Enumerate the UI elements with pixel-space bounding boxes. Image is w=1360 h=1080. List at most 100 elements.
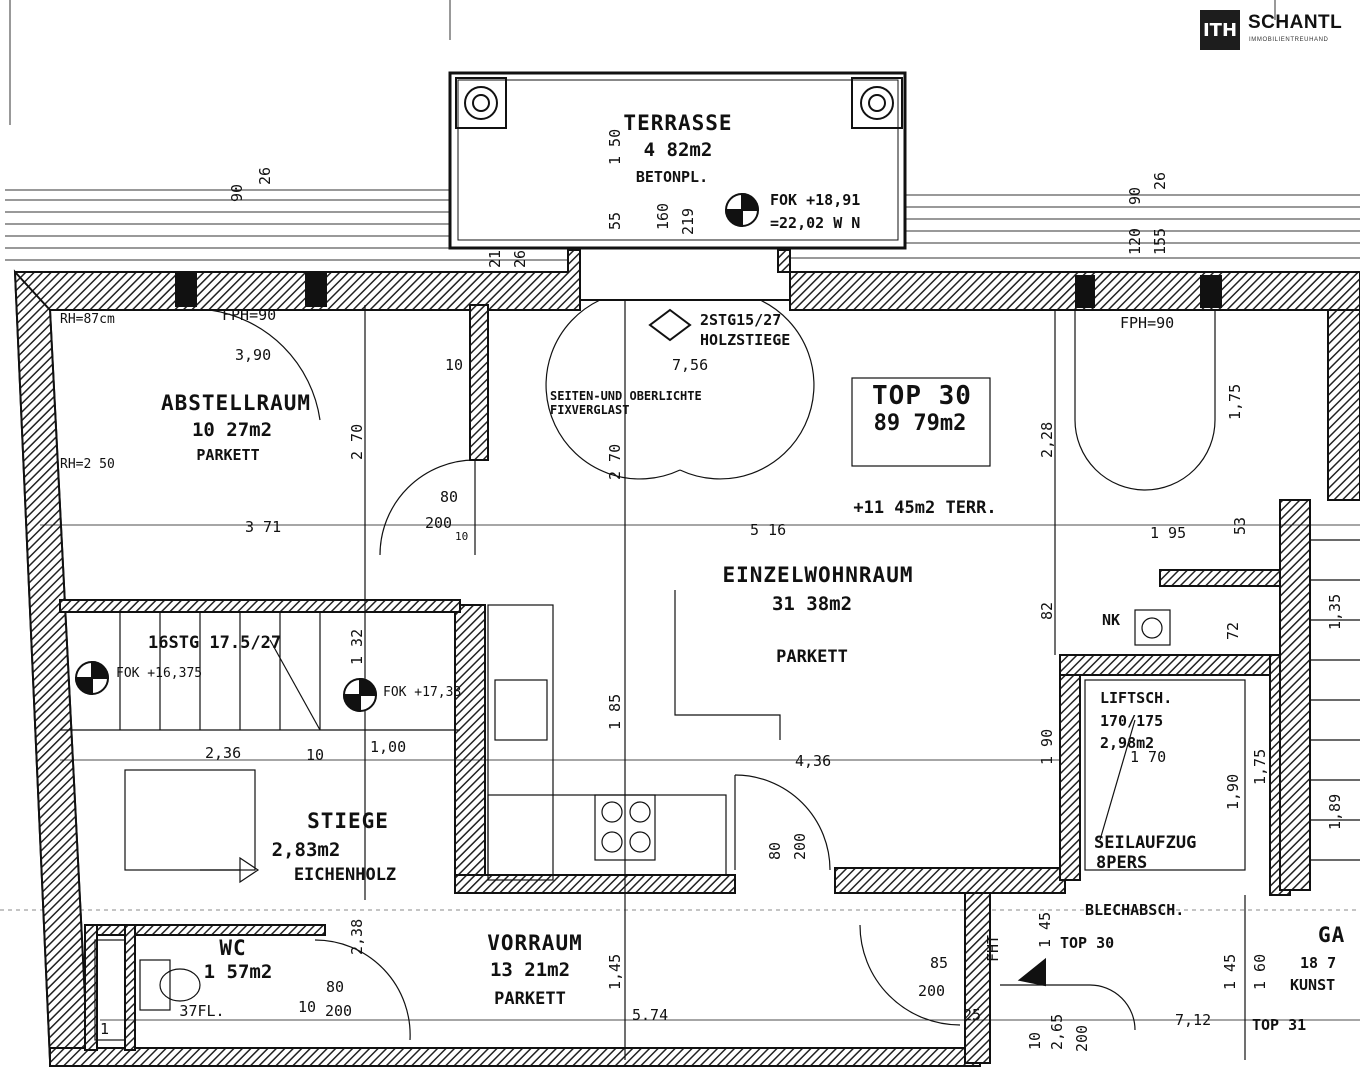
dim-d1: 1 bbox=[100, 1020, 109, 1038]
dim-82: 82 bbox=[1038, 602, 1056, 620]
dim-574: 5.74 bbox=[632, 1006, 668, 1024]
dim-72: 72 bbox=[1224, 622, 1242, 640]
seilaufzug-name: SEILAUFZUG bbox=[1094, 833, 1196, 853]
facade-lines bbox=[5, 189, 1360, 261]
dim-80b: 80 bbox=[326, 978, 344, 996]
annotation-labels: FOK +18,91 =22,02 W N 2STG15/27 HOLZSTIE… bbox=[60, 191, 1306, 1034]
rh-label: RH=87cm bbox=[60, 312, 115, 327]
liftsch-size: 170/175 bbox=[1100, 712, 1163, 730]
dim-155: 155 bbox=[1151, 228, 1169, 255]
stair-top-label: 2STG15/27 bbox=[700, 311, 781, 329]
liftsch-name: LIFTSCH. bbox=[1100, 689, 1172, 707]
dim-200e: 200 bbox=[1073, 1025, 1091, 1052]
dim-100: 1,00 bbox=[370, 738, 406, 756]
logo-tagline: IMMOBILIENTREUHAND bbox=[1249, 37, 1329, 43]
stair-16-label: 16STG 17.5/27 bbox=[148, 633, 281, 653]
company-logo: ITH SCHANTL IMMOBILIENTREUHAND bbox=[1200, 10, 1350, 50]
dim-145a: 1,45 bbox=[606, 954, 624, 990]
wc-name: WC bbox=[219, 936, 246, 960]
structural-columns bbox=[175, 272, 1222, 308]
dim-516: 5 16 bbox=[750, 521, 786, 539]
dim-228: 2,28 bbox=[1038, 422, 1056, 458]
unit-title: TOP 30 bbox=[872, 381, 972, 411]
terrace-outline bbox=[448, 71, 907, 250]
dim-200a: 200 bbox=[425, 514, 452, 532]
dim-90b: 90 bbox=[1126, 187, 1144, 205]
top30-small-label: TOP 30 bbox=[1060, 934, 1114, 952]
dim-175a: 1,75 bbox=[1226, 384, 1244, 420]
sheet-border-lines bbox=[0, 0, 1360, 911]
dim-55: 55 bbox=[606, 212, 624, 230]
dim-26a: 26 bbox=[256, 167, 274, 185]
abstellraum-floor: PARKETT bbox=[196, 446, 259, 464]
terrace-area: 4 82m2 bbox=[644, 139, 713, 161]
dim-371: 3 71 bbox=[245, 518, 281, 536]
dim-135: 1,35 bbox=[1326, 594, 1344, 630]
glazing-label-2: FIXVERGLAST bbox=[550, 403, 629, 417]
dim-160a: 1 60 bbox=[1251, 954, 1269, 990]
detail-lines bbox=[40, 299, 1360, 1060]
einzelwohnraum-floor: PARKETT bbox=[776, 647, 848, 667]
dim-390: 3,90 bbox=[235, 346, 271, 364]
dim-756: 7,56 bbox=[672, 356, 708, 374]
dim-120: 120 bbox=[1126, 228, 1144, 255]
dim-85: 85 bbox=[930, 954, 948, 972]
vertical-dimension-labels: 1 50 55 160 219 90 26 90 26 120 155 21 2… bbox=[228, 129, 1344, 1052]
liftsch-area: 2,98m2 bbox=[1100, 734, 1154, 752]
dim-145b: 1 45 bbox=[1036, 912, 1054, 948]
dim-21: 21 bbox=[486, 250, 504, 268]
garage-area: 18 7 bbox=[1300, 954, 1336, 972]
dim-145c: 1 45 bbox=[1221, 954, 1239, 990]
dim-175b: 1,75 bbox=[1251, 749, 1269, 785]
dim-132: 1 32 bbox=[348, 629, 366, 665]
dim-200c: 200 bbox=[918, 982, 945, 1000]
dim-53: 53 bbox=[1231, 517, 1249, 535]
dim-238: 2,38 bbox=[348, 919, 366, 955]
einzelwohnraum-area: 31 38m2 bbox=[772, 593, 852, 615]
rh2-label: RH=2 50 bbox=[60, 457, 115, 472]
dim-10e: 10 bbox=[1026, 1032, 1044, 1050]
dim-160b: 160 bbox=[654, 203, 672, 230]
fph-left-label: FPH=90 bbox=[222, 306, 276, 324]
dim-25: 25 bbox=[963, 1006, 981, 1024]
terrace-floor: BETONPL. bbox=[636, 168, 708, 186]
dim-189: 1,89 bbox=[1326, 794, 1344, 830]
unit-terrace-note: +11 45m2 TERR. bbox=[853, 498, 996, 518]
exterior-walls bbox=[13, 249, 1360, 1067]
dimension-labels: 3,90 7,56 10 3 71 5 16 1 95 80 200 10 2,… bbox=[100, 346, 1211, 1038]
fph-right-label: FPH=90 bbox=[1120, 314, 1174, 332]
dim-195: 1 95 bbox=[1150, 524, 1186, 542]
dim-190b: 1,90 bbox=[1224, 774, 1242, 810]
wc-area: 1 57m2 bbox=[204, 961, 273, 983]
dim-26b: 26 bbox=[1151, 172, 1169, 190]
dim-185: 1 85 bbox=[606, 694, 624, 730]
dim-200d: 200 bbox=[791, 833, 809, 860]
logo-name: SCHANTL bbox=[1248, 12, 1343, 33]
seilaufzug-capacity: 8PERS bbox=[1096, 853, 1147, 873]
einzelwohnraum-name: EINZELWOHNRAUM bbox=[722, 563, 913, 587]
wc-floor: 37FL. bbox=[179, 1002, 224, 1020]
dim-265: 2,65 bbox=[1048, 1014, 1066, 1050]
room-labels: TERRASSE 4 82m2 BETONPL. ABSTELLRAUM 10 … bbox=[161, 111, 1344, 1020]
level-markers bbox=[74, 192, 1046, 987]
dim-200b: 200 bbox=[325, 1002, 352, 1020]
stiege-floor: EICHENHOLZ bbox=[294, 865, 396, 885]
garage-floor: KUNST bbox=[1290, 976, 1335, 994]
dim-10d: 10 bbox=[298, 998, 316, 1016]
fht-label: FHT bbox=[984, 935, 1002, 962]
dim-150: 1 50 bbox=[606, 129, 624, 165]
fok-terrace-1: FOK +18,91 bbox=[770, 191, 860, 209]
vorraum-name: VORRAUM bbox=[487, 931, 583, 955]
fok-1-label: FOK +16,375 bbox=[116, 666, 202, 681]
dim-270b: 2 70 bbox=[606, 444, 624, 480]
dim-270a: 2 70 bbox=[348, 424, 366, 460]
dim-219: 219 bbox=[679, 208, 697, 235]
dim-236: 2,36 bbox=[205, 744, 241, 762]
top31-small-label: TOP 31 bbox=[1252, 1016, 1306, 1034]
dim-170: 1 70 bbox=[1130, 748, 1166, 766]
glazing-label-1: SEITEN-UND OBERLICHTE bbox=[550, 389, 702, 403]
vorraum-floor: PARKETT bbox=[494, 989, 566, 1009]
dim-80a: 80 bbox=[440, 488, 458, 506]
vorraum-area: 13 21m2 bbox=[490, 959, 570, 981]
abstellraum-name: ABSTELLRAUM bbox=[161, 391, 311, 415]
